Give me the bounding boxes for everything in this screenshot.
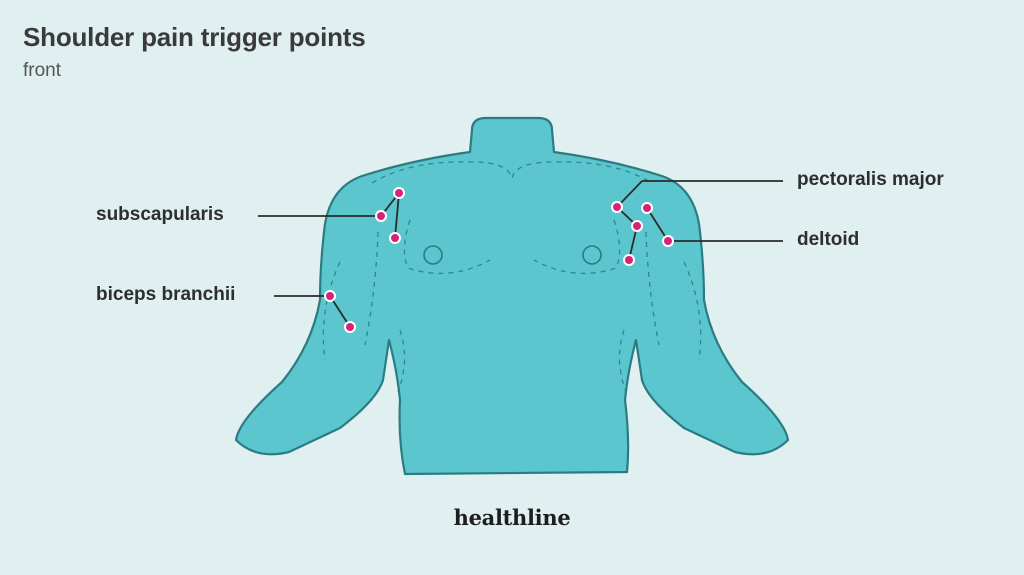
trigger-point (662, 235, 674, 247)
trigger-point (344, 321, 356, 333)
right-nipple (582, 245, 602, 265)
trigger-points (324, 187, 674, 333)
label-pectoralis: pectoralis major (797, 169, 944, 190)
trigger-point (641, 202, 653, 214)
label-deltoid: deltoid (797, 229, 860, 250)
label-biceps: biceps branchii (96, 284, 236, 305)
brand-logo: healthline (453, 505, 571, 530)
trigger-point (389, 232, 401, 244)
trigger-point (393, 187, 405, 199)
left-nipple (423, 245, 443, 265)
muscle-contours (322, 161, 702, 393)
trigger-point (375, 210, 387, 222)
label-subscapularis: subscapularis (96, 204, 224, 225)
trigger-point (623, 254, 635, 266)
trigger-point (631, 220, 643, 232)
diagram-title: Shoulder pain trigger points (23, 22, 366, 52)
diagram-subtitle: front (23, 60, 62, 81)
trigger-point (611, 201, 623, 213)
trigger-point (324, 290, 336, 302)
leader-lines (258, 180, 783, 328)
